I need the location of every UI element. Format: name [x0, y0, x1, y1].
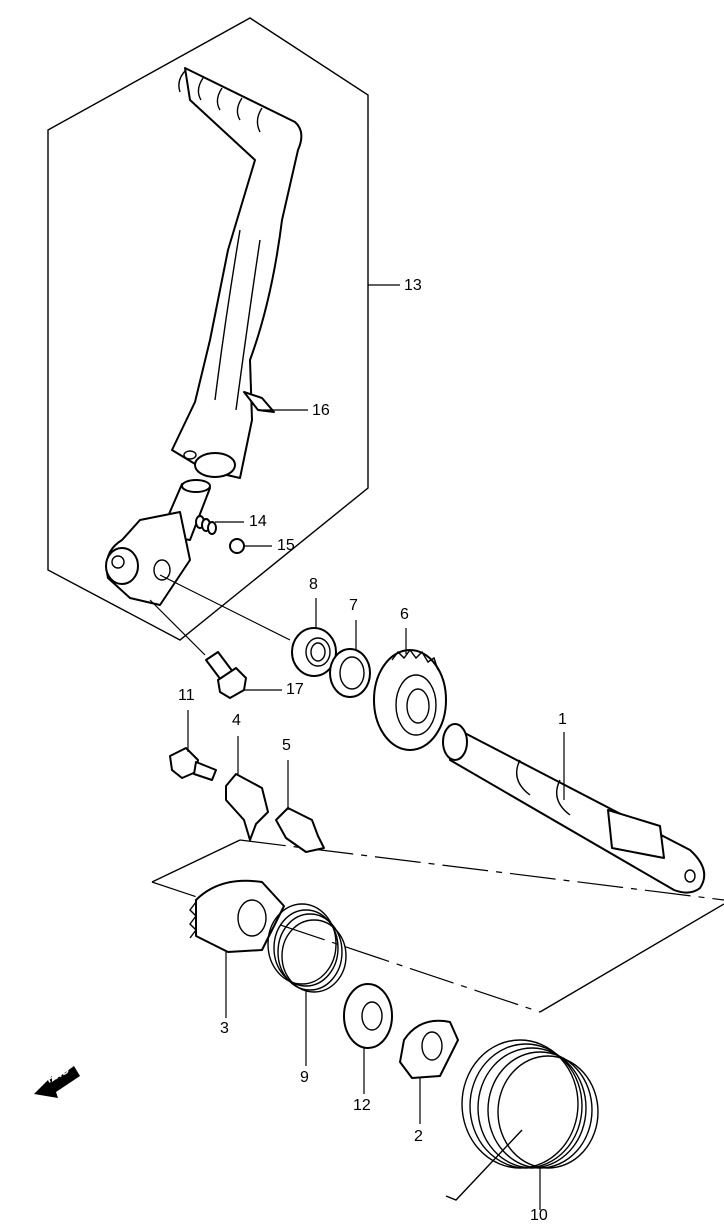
steel-ball: [229, 538, 245, 554]
fwd-arrow-icon: [34, 1066, 80, 1098]
callout-15: 15: [277, 537, 295, 554]
kick-driven-gear: [373, 648, 447, 751]
callout-1: 1: [558, 711, 567, 728]
callout-7: 7: [349, 597, 358, 614]
callout-11: 11: [178, 687, 195, 704]
kick-starter-shaft: [442, 723, 706, 894]
lever-assembly-frame: [47, 17, 369, 641]
leader-lines: [149, 284, 565, 1210]
callout-17: 17: [286, 681, 304, 698]
callout-13: 13: [404, 277, 422, 294]
lever-shaft: [105, 479, 211, 606]
oil-seal: [291, 627, 337, 677]
callout-2: 2: [414, 1128, 423, 1145]
guide-plate: [275, 807, 325, 853]
callout-9: 9: [300, 1069, 309, 1086]
retaining-clip: [243, 391, 275, 413]
callout-14: 14: [249, 513, 267, 530]
callout-5: 5: [282, 737, 291, 754]
callout-6: 6: [400, 606, 409, 623]
gear-assembly-frame-right: [539, 903, 724, 1013]
spring-pin: [195, 515, 217, 535]
clamp-bolt: [205, 651, 247, 699]
spring-guide: [399, 1019, 459, 1079]
hex-bolt: [169, 747, 217, 781]
thrust-washer: [329, 648, 371, 698]
gear-assembly-frame: [151, 839, 241, 883]
callout-3: 3: [220, 1020, 229, 1037]
kick-drive-gear: [189, 879, 285, 953]
stopper-plate: [225, 773, 269, 841]
callout-12: 12: [353, 1097, 371, 1114]
compression-spring: [267, 903, 347, 993]
kick-lever: [171, 67, 303, 479]
spring-washer: [343, 983, 393, 1049]
callout-4: 4: [232, 712, 241, 729]
callout-10: 10: [530, 1207, 548, 1224]
return-spring: [445, 1039, 599, 1201]
callout-8: 8: [309, 576, 318, 593]
gear-frame-dash-diag: [239, 839, 724, 901]
callout-16: 16: [312, 402, 330, 419]
